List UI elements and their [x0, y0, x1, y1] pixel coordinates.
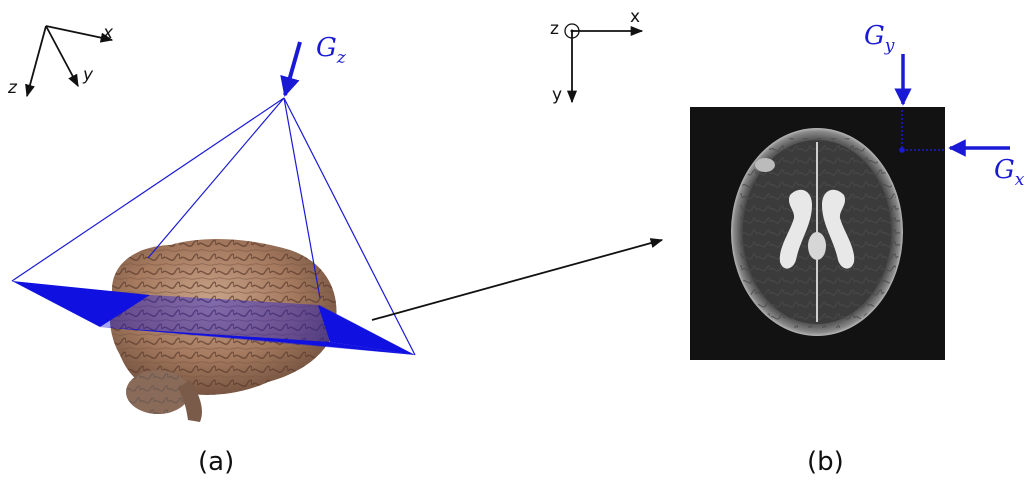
projection-lines: [11, 97, 416, 356]
gy-label: Gy: [864, 21, 895, 56]
axis-z-label: z: [7, 78, 18, 98]
slice-plane: [12, 281, 415, 355]
axes-2d-icon: [564, 23, 644, 104]
gz-label: Gz: [316, 33, 347, 68]
axis-z-label-b: z: [550, 19, 559, 39]
caption-a: (a): [198, 447, 234, 477]
brain-image: [109, 238, 337, 422]
axis-y-label-b: y: [552, 85, 562, 105]
caption-b: (b): [807, 447, 844, 477]
axis-x-label-b: x: [630, 7, 640, 27]
axis-x-label: x: [102, 23, 114, 43]
gx-label: Gx: [994, 155, 1025, 190]
mri-slice-image: [690, 107, 945, 360]
gz-arrow: [280, 41, 302, 97]
mapping-arrow: [371, 238, 664, 321]
axes-3d-icon: [25, 25, 114, 98]
gradient-crosshair: [899, 110, 945, 153]
axis-y-label: y: [82, 65, 94, 85]
